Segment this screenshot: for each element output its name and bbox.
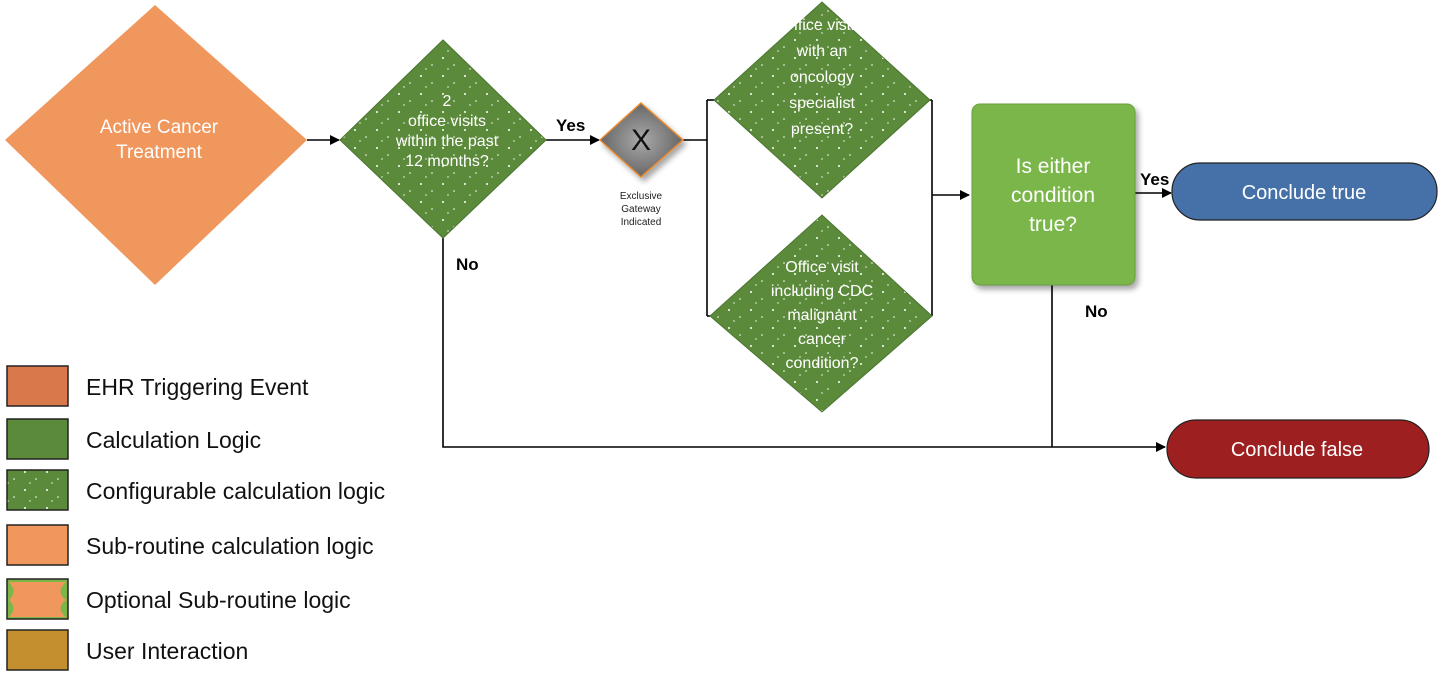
node-either-condition-check[interactable]: Is either condition true?: [971, 103, 1136, 286]
node-text: office visits: [408, 113, 486, 130]
node-text: Office visits: [781, 17, 863, 34]
node-text: within the past: [395, 133, 499, 150]
node-text: present?: [791, 121, 853, 138]
node-text: Office visit: [785, 259, 859, 276]
legend-swatch-calculation: [6, 418, 69, 460]
node-text: including CDC: [771, 283, 873, 300]
node-text: with an: [796, 43, 848, 60]
legend-label: User Interaction: [86, 638, 248, 664]
legend-swatch-optional-subroutine: [6, 578, 69, 620]
legend-swatch-user-interaction: [6, 629, 69, 671]
edge-visits-no: [442, 238, 1166, 452]
node-text: condition: [1011, 184, 1095, 207]
label-either-no: No: [1085, 302, 1108, 321]
gateway-x-icon: X: [631, 124, 651, 157]
connectors: [307, 99, 1172, 452]
gateway-caption: Indicated: [621, 217, 662, 228]
node-text: Active Cancer: [100, 117, 219, 138]
node-text: 2: [443, 93, 452, 110]
legend-swatch-subroutine: [6, 524, 69, 566]
node-text: Is either: [1016, 155, 1091, 178]
legend-label: Configurable calculation logic: [86, 478, 385, 504]
node-active-cancer-treatment[interactable]: Active Cancer Treatment: [5, 5, 307, 285]
legend-swatch-ehr: [6, 365, 69, 407]
legend-label: EHR Triggering Event: [86, 374, 309, 400]
legend-label: Calculation Logic: [86, 427, 261, 453]
legend-swatch-configurable: [6, 469, 69, 511]
node-text: 12 months?: [405, 153, 489, 170]
node-text: Conclude false: [1231, 439, 1363, 461]
node-office-visits-check[interactable]: 2 office visits within the past 12 month…: [339, 39, 547, 239]
node-text: condition?: [786, 355, 859, 372]
node-cdc-condition-check[interactable]: Office visit including CDC malignant can…: [709, 214, 933, 413]
node-text: cancer: [798, 331, 847, 348]
node-text: true?: [1029, 213, 1077, 236]
node-text: oncology: [790, 69, 854, 86]
gateway-caption: Exclusive: [620, 191, 663, 202]
node-text: specialist: [789, 95, 855, 112]
legend: EHR Triggering Event Calculation Logic C…: [6, 365, 385, 671]
legend-label: Sub-routine calculation logic: [86, 533, 374, 559]
node-text: Treatment: [116, 142, 203, 163]
label-visits-yes: Yes: [556, 116, 585, 135]
node-oncology-specialist-check[interactable]: Office visits with an oncology specialis…: [713, 1, 931, 199]
node-text: Conclude true: [1242, 182, 1367, 204]
node-conclude-true[interactable]: Conclude true: [1171, 162, 1438, 221]
exclusive-gateway[interactable]: X Exclusive Gateway Indicated: [598, 101, 685, 228]
label-either-yes: Yes: [1140, 170, 1169, 189]
node-conclude-false[interactable]: Conclude false: [1166, 419, 1430, 479]
node-text: malignant: [787, 307, 857, 324]
label-visits-no: No: [456, 255, 479, 274]
legend-label: Optional Sub-routine logic: [86, 587, 351, 613]
gateway-caption: Gateway: [621, 204, 660, 215]
